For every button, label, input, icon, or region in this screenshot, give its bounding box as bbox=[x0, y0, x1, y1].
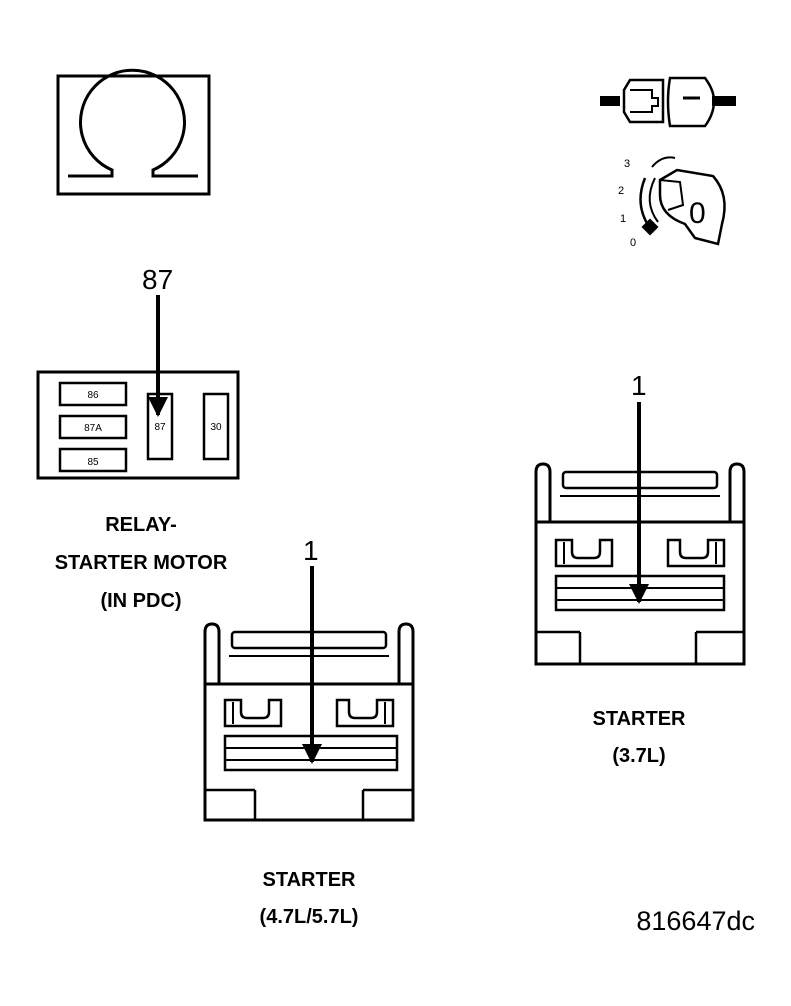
ignition-position-2: 2 bbox=[618, 185, 624, 197]
starter-3-7-caption-line1: STARTER bbox=[593, 708, 687, 730]
ohm-icon bbox=[56, 68, 211, 196]
relay-caption-line3: (IN PDC) bbox=[100, 590, 181, 612]
relay-terminal-86: 86 bbox=[87, 390, 99, 401]
relay-caption-line1: RELAY- bbox=[105, 514, 177, 536]
relay-terminal-87: 87 bbox=[154, 422, 166, 433]
ignition-position-0: 0 bbox=[630, 237, 636, 249]
ignition-key-value: 0 bbox=[689, 197, 706, 230]
ignition-position-1: 1 bbox=[620, 213, 626, 225]
starter-4-7-caption-line1: STARTER bbox=[263, 869, 357, 891]
starter-3-7-pointer-label: 1 bbox=[631, 370, 647, 401]
relay-terminal-87a: 87A bbox=[84, 423, 102, 434]
relay-terminal-85: 85 bbox=[87, 457, 99, 468]
starter-4-7-pointer-label: 1 bbox=[303, 535, 319, 566]
ignition-switch-icon bbox=[600, 76, 736, 246]
starter-connector-4-7 bbox=[203, 622, 415, 822]
relay-block bbox=[36, 370, 240, 480]
figure-id: 816647dc bbox=[636, 906, 755, 936]
ignition-position-3: 3 bbox=[624, 158, 630, 170]
starter-4-7-caption-line2: (4.7L/5.7L) bbox=[260, 906, 359, 928]
relay-caption-line2: STARTER MOTOR bbox=[55, 552, 228, 574]
starter-3-7-caption-line2: (3.7L) bbox=[612, 745, 665, 767]
relay-terminal-30: 30 bbox=[210, 422, 222, 433]
relay-pointer-label: 87 bbox=[142, 264, 173, 295]
